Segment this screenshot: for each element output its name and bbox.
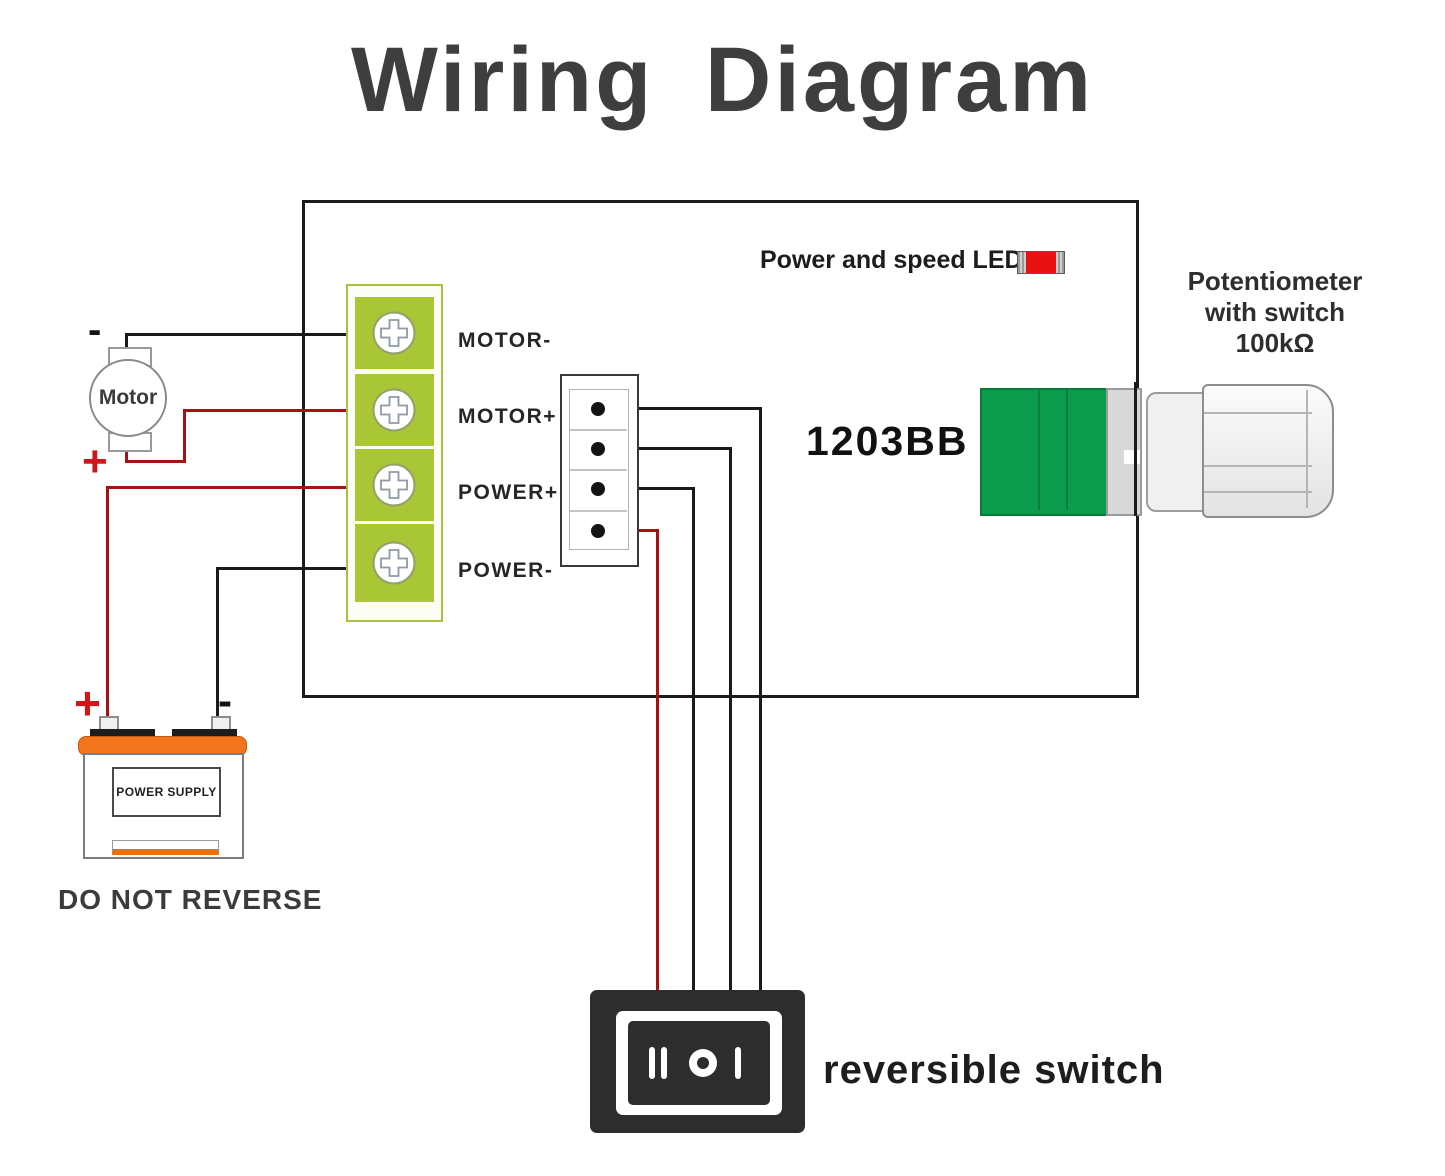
wire-pin3-to-switch	[598, 487, 695, 490]
switch-position-O-icon	[689, 1049, 717, 1077]
connector-pin-4	[591, 524, 605, 538]
wire-motor-positive	[183, 409, 186, 463]
wire-pin1-to-switch	[598, 407, 762, 410]
wire-pin2-to-switch	[729, 447, 732, 992]
wire-pin1-to-switch	[759, 407, 762, 992]
terminal-label-motor-minus: MOTOR-	[458, 329, 552, 352]
wire-power-positive	[106, 486, 109, 720]
motor-minus-sign: -	[88, 308, 102, 352]
battery-label: POWER SUPPLY	[112, 767, 221, 817]
potentiometer-label-line2: with switch	[1204, 297, 1346, 327]
switch-position-II-icon	[649, 1047, 655, 1079]
wire-motor-positive	[125, 442, 128, 463]
motor: Motor	[89, 359, 167, 437]
led-label: Power and speed LED	[760, 246, 1023, 274]
potentiometer-knob	[1202, 384, 1334, 518]
connector-pin-3	[591, 482, 605, 496]
page-title: Wiring Diagram	[350, 29, 1095, 131]
board-edge-over-potentiometer	[1134, 382, 1137, 516]
terminal-label-power-minus: POWER-	[458, 559, 554, 582]
switch-position-I-icon	[735, 1047, 741, 1079]
potentiometer-shaft	[1146, 392, 1208, 512]
wire-pin2-to-switch	[598, 447, 732, 450]
battery-plus-sign: +	[74, 677, 101, 729]
wire-pin4-to-switch	[656, 529, 659, 992]
switch-label: reversible switch	[823, 1048, 1165, 1092]
screw-terminal-icon	[372, 311, 416, 355]
wire-motor-positive	[183, 409, 348, 412]
connector-divider	[570, 429, 627, 431]
wire-power-negative	[216, 567, 348, 570]
potentiometer-label: Potentiometer with switch 100kΩ	[1150, 266, 1400, 359]
connector-divider	[570, 510, 627, 512]
led-icon	[1017, 251, 1065, 274]
knob-ridge	[1204, 412, 1312, 414]
motor-plus-sign: +	[82, 437, 108, 486]
connector-divider	[570, 469, 627, 471]
potentiometer-body	[980, 388, 1114, 516]
led-red-core	[1026, 252, 1056, 273]
knob-ridge	[1204, 465, 1312, 467]
battery-bottom-strip	[112, 840, 219, 855]
wire-power-negative	[216, 567, 219, 720]
connector-pin-2	[591, 442, 605, 456]
do-not-reverse-warning: DO NOT REVERSE	[58, 884, 323, 915]
battery-top-bar	[90, 729, 155, 737]
potentiometer-label-line3: 100kΩ	[1235, 328, 1315, 358]
battery-minus-sign: -	[218, 677, 232, 724]
potentiometer-collar-notch	[1124, 450, 1140, 464]
knob-ridge	[1204, 491, 1312, 493]
wire-pin3-to-switch	[692, 487, 695, 992]
screw-terminal-icon	[372, 541, 416, 585]
wire-motor-negative	[125, 333, 348, 336]
potentiometer-label-line1: Potentiometer	[1187, 266, 1363, 296]
screw-terminal-icon	[372, 463, 416, 507]
switch-position-II-icon	[661, 1047, 667, 1079]
wire-power-positive	[106, 486, 348, 489]
potentiometer-body-seam	[1038, 390, 1040, 510]
knob-end-seam	[1306, 390, 1308, 508]
wire-motor-positive	[125, 460, 186, 463]
terminal-label-power-plus: POWER+	[458, 481, 559, 504]
switch-o-dot	[697, 1057, 709, 1069]
battery-top-bar	[172, 729, 237, 737]
potentiometer-body-seam	[1066, 390, 1068, 510]
wire-motor-negative	[125, 333, 128, 350]
screw-terminal-icon	[372, 388, 416, 432]
pin-connector-inner	[569, 389, 629, 550]
board-model: 1203BB	[806, 418, 969, 464]
terminal-label-motor-plus: MOTOR+	[458, 405, 558, 428]
connector-pin-1	[591, 402, 605, 416]
